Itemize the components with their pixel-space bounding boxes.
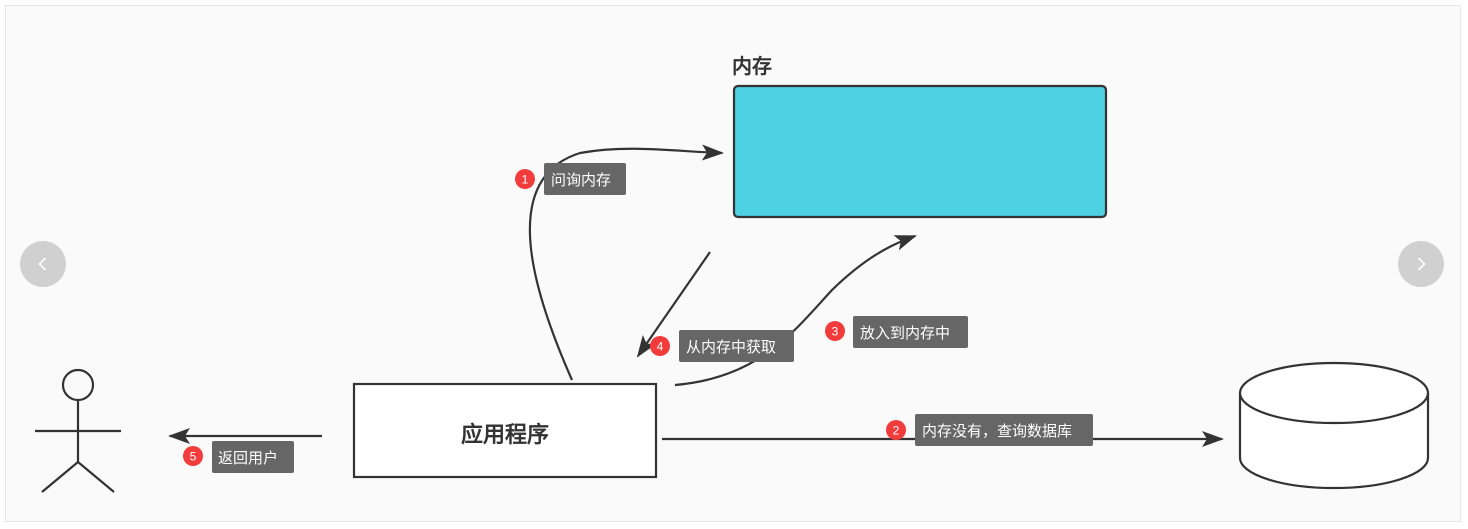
step-number: 1	[522, 173, 529, 187]
step-label-box	[853, 316, 968, 348]
step-label: 放入到内存中	[860, 325, 950, 342]
step-label-box	[915, 414, 1093, 446]
step-4: 4 从内存中获取	[650, 330, 794, 362]
arrow-step-4	[636, 251, 711, 358]
step-5: 5 返回用户	[183, 441, 294, 473]
step-1: 1 问询内存	[515, 163, 626, 195]
application-label: 应用程序	[461, 422, 549, 447]
step-3: 3 放入到内存中	[825, 316, 968, 348]
chevron-right-icon	[1417, 257, 1426, 271]
step-badge	[515, 169, 535, 189]
step-badge	[825, 321, 845, 341]
memory-title: 内存	[732, 54, 772, 78]
chevron-left-icon	[38, 257, 47, 271]
step-label-box	[544, 163, 626, 195]
application-box	[352, 382, 658, 479]
step-number: 3	[832, 325, 839, 339]
step-label-box	[679, 330, 794, 362]
database-icon	[1238, 361, 1430, 490]
user-icon	[35, 368, 121, 493]
step-number: 4	[657, 340, 664, 354]
step-label-box	[212, 441, 294, 473]
carousel-next-button[interactable]	[1398, 241, 1444, 287]
arrow-step-3	[674, 234, 917, 387]
step-label: 问询内存	[551, 172, 611, 189]
step-label: 返回用户	[218, 450, 278, 467]
step-label: 内存没有，查询数据库	[922, 423, 1072, 440]
step-number: 2	[893, 424, 900, 438]
step-label: 从内存中获取	[686, 339, 776, 356]
carousel-prev-button[interactable]	[20, 241, 66, 287]
step-badge	[886, 420, 906, 440]
step-2: 2 内存没有，查询数据库	[886, 414, 1093, 446]
memory-block	[732, 84, 1108, 219]
step-badge	[650, 336, 670, 356]
step-number: 5	[190, 450, 197, 464]
step-badge	[183, 446, 203, 466]
